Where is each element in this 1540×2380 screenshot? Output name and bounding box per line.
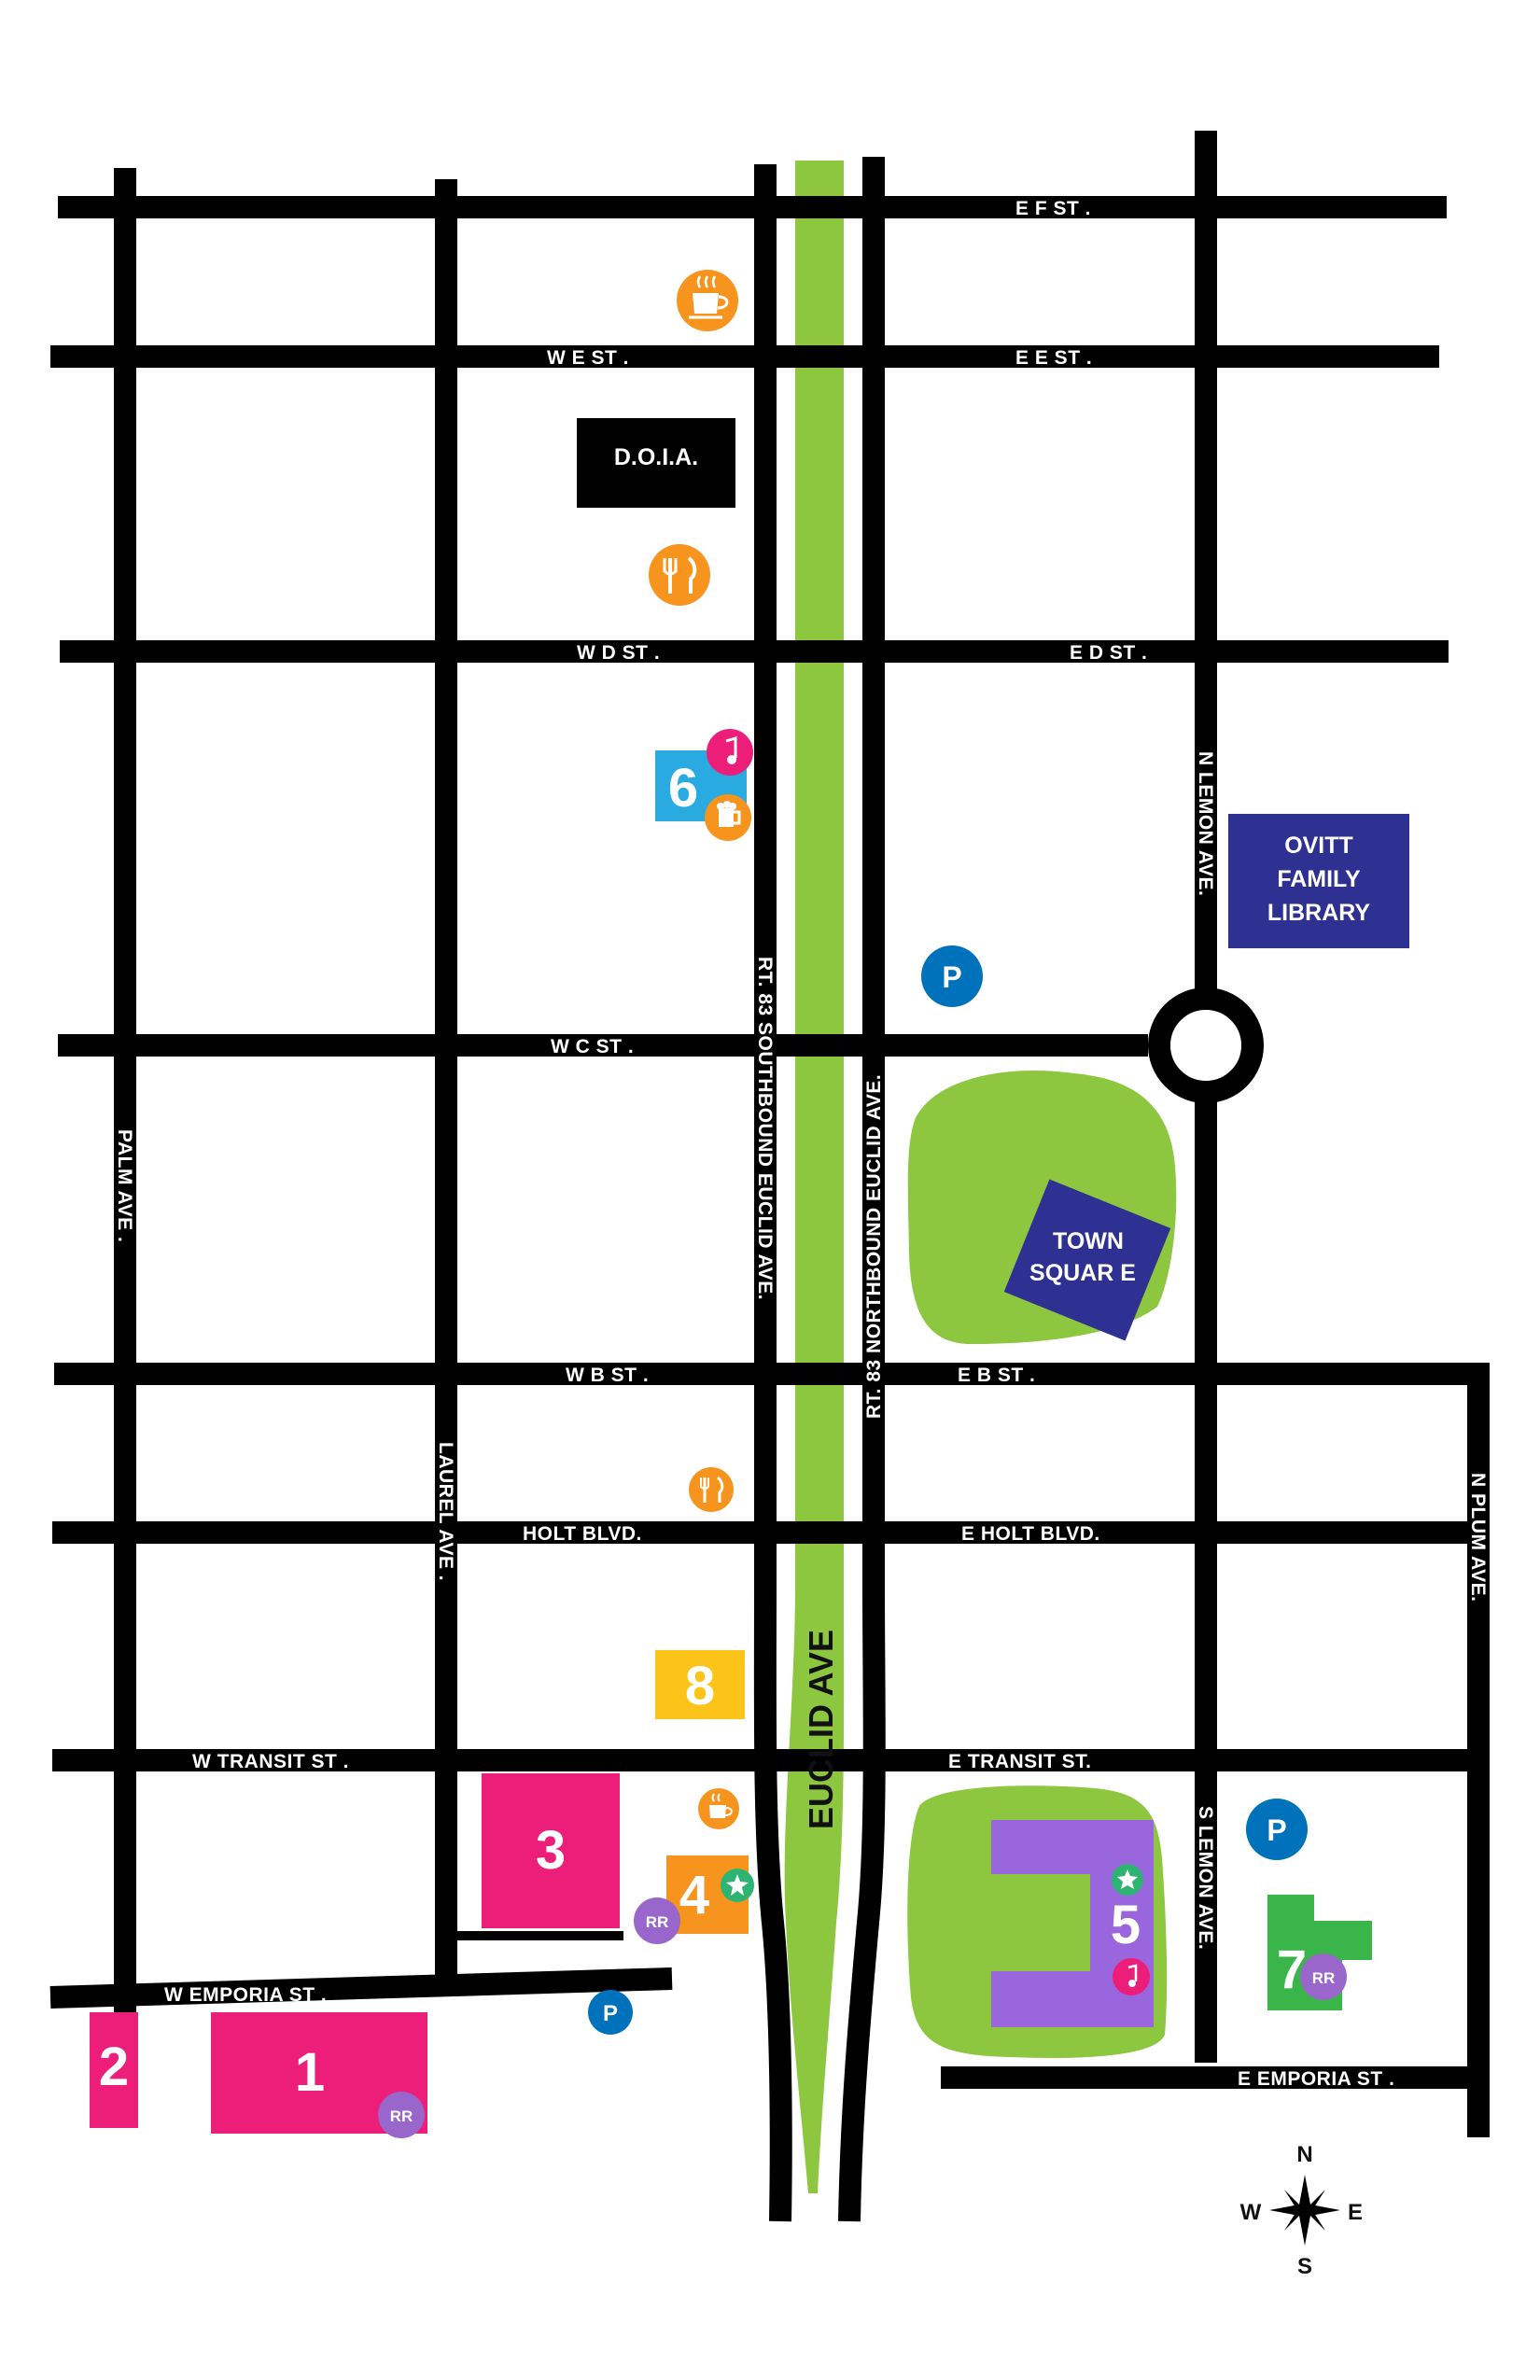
parking-icon-letter: P [942, 960, 961, 994]
venue-1-number: 1 [295, 2042, 325, 2103]
parking-icon-letter: P [603, 2001, 618, 2026]
roundabout [1148, 987, 1264, 1103]
label-e-f-st: E F ST . [1015, 198, 1091, 219]
road-w-emporia-st [49, 1967, 673, 2009]
label-rt83-southbound: RT. 83 SOUTHBOUND EUCLID AVE. [754, 957, 776, 1300]
compass-s: S [1297, 2254, 1312, 2279]
label-e-emporia-st: E EMPORIA ST . [1238, 2068, 1394, 2090]
compass-rose: N S E W [1240, 2142, 1363, 2279]
venue-6-number: 6 [668, 758, 698, 819]
label-w-c-st: W C ST . [551, 1036, 634, 1057]
library-label-line3: LIBRARY [1267, 900, 1371, 926]
town-square-label-line2: SQUAR E [1029, 1260, 1136, 1286]
compass-n: N [1296, 2142, 1312, 2167]
restroom-icon-text: RR [390, 2107, 413, 2125]
doia-building: D.O.I.A. [577, 418, 735, 508]
label-w-b-st: W B ST . [566, 1365, 649, 1386]
label-w-transit-st: W TRANSIT ST . [192, 1751, 349, 1772]
label-w-emporia-st: W EMPORIA ST . [164, 1984, 327, 2006]
fork-knife-icon[interactable] [689, 1467, 734, 1512]
venue-2[interactable]: 2 [90, 2012, 138, 2128]
venue-3-number: 3 [536, 1820, 566, 1881]
parking-icon[interactable]: P [1246, 1799, 1308, 1860]
music-note-icon[interactable] [1113, 1958, 1150, 1995]
fork-knife-icon[interactable] [649, 544, 710, 606]
venue-3[interactable]: 3 [482, 1773, 620, 1928]
parking-icon[interactable]: P [588, 1990, 633, 2035]
parking-icon[interactable]: P [921, 945, 983, 1007]
town-square-label-line1: TOWN [1053, 1228, 1124, 1254]
music-note-icon[interactable] [707, 729, 753, 776]
coffee-icon[interactable] [677, 270, 738, 331]
venue-8[interactable]: 8 [655, 1650, 745, 1719]
venue-5-number: 5 [1111, 1895, 1141, 1955]
ovitt-family-library: OVITT FAMILY LIBRARY [1228, 814, 1409, 948]
compass-e: E [1348, 2200, 1363, 2225]
venue-2-number: 2 [99, 2037, 129, 2097]
venue-8-number: 8 [685, 1656, 715, 1716]
star-icon[interactable] [1112, 1864, 1143, 1896]
label-e-transit-st: E TRANSIT ST. [948, 1751, 1092, 1772]
library-label-line1: OVITT [1284, 833, 1353, 859]
label-palm-ave: PALM AVE . [114, 1129, 135, 1242]
beer-mug-icon[interactable] [705, 794, 751, 841]
restroom-icon[interactable]: RR [1300, 1953, 1347, 2000]
label-n-lemon-ave: N LEMON AVE. [1195, 751, 1216, 896]
compass-w: W [1240, 2200, 1262, 2225]
street-labels: E F ST . W E ST . E E ST . W D ST . E D … [114, 198, 1489, 2090]
label-e-holt-blvd: E HOLT BLVD. [961, 1523, 1100, 1545]
label-e-b-st: E B ST . [958, 1365, 1035, 1386]
label-holt-blvd: HOLT BLVD. [523, 1523, 642, 1545]
label-e-e-st: E E ST . [1015, 347, 1092, 369]
coffee-icon[interactable] [698, 1788, 739, 1829]
euclid-median [784, 161, 845, 2193]
venue-4-number: 4 [679, 1865, 709, 1925]
town-square-building [1003, 1179, 1171, 1341]
parking-icon-letter: P [1267, 1813, 1286, 1847]
label-w-d-st: W D ST . [577, 642, 660, 664]
library-label-line2: FAMILY [1277, 866, 1361, 892]
label-laurel-ave: LAUREL AVE . [435, 1442, 456, 1581]
road-rt83-southbound [753, 164, 792, 2222]
label-w-e-st: W E ST . [547, 347, 629, 369]
road-rt83-northbound [838, 157, 886, 2222]
label-rt83-northbound: RT. 83 NORTHBOUND EUCLID AVE. [863, 1074, 885, 1419]
restroom-icon-text: RR [1312, 1969, 1336, 1987]
label-n-plum-ave: N PLUM AVE. [1467, 1473, 1489, 1603]
label-euclid-ave: EUCLID AVE [802, 1630, 840, 1829]
star-icon[interactable] [721, 1869, 754, 1902]
restroom-icon[interactable]: RR [634, 1897, 680, 1944]
venue-7[interactable]: 7 [1267, 1895, 1372, 2010]
label-s-lemon-ave: S LEMON AVE. [1195, 1806, 1216, 1950]
restroom-icon[interactable]: RR [378, 2092, 425, 2138]
label-e-d-st: E D ST . [1070, 642, 1147, 664]
restroom-icon-text: RR [646, 1913, 669, 1931]
doia-label: D.O.I.A. [614, 444, 698, 470]
